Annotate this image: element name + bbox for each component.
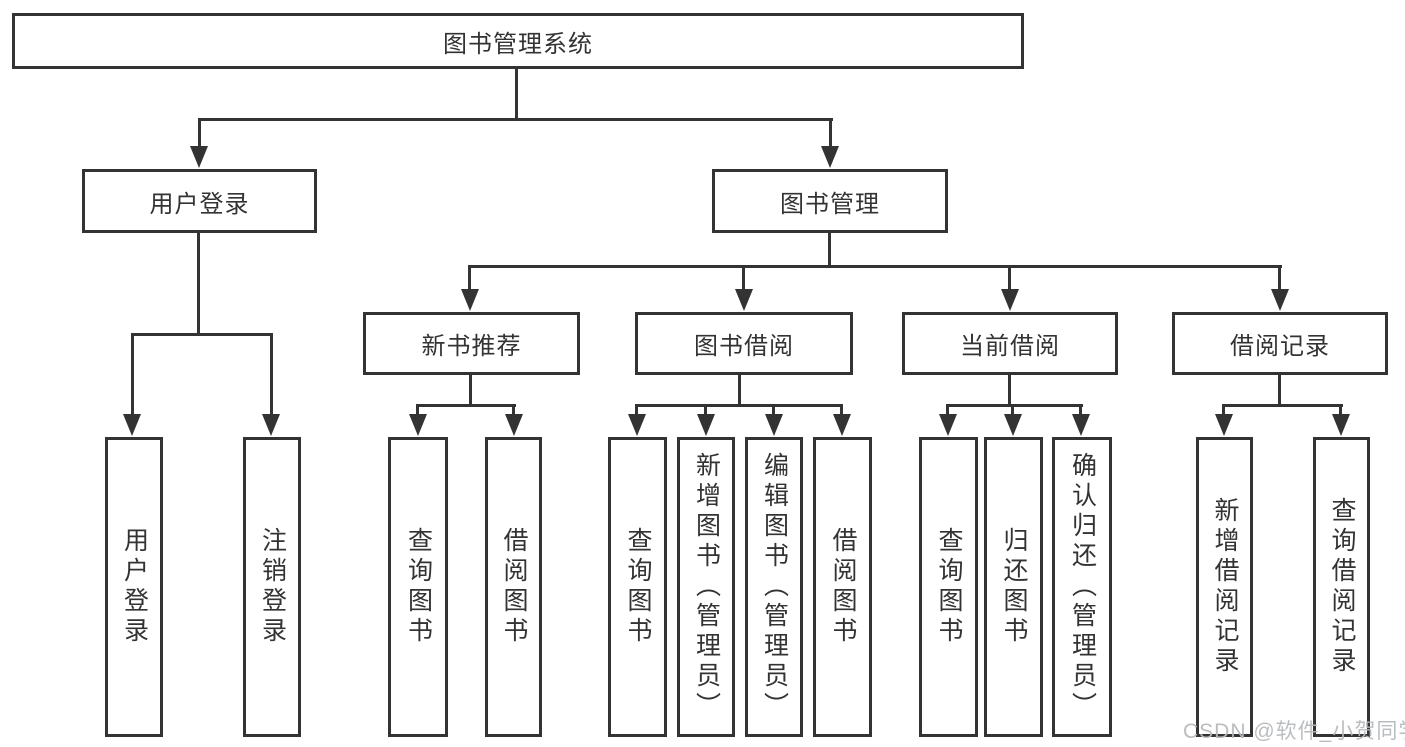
- book-borrow-branch-hline: [636, 404, 843, 407]
- leaf-query-books-current: 查询图书: [919, 437, 978, 737]
- arrowhead-down-icon: [461, 289, 479, 311]
- leaf-label: 查询图书: [404, 527, 433, 647]
- node-book-management: 图书管理: [712, 169, 948, 233]
- leaf-return-books: 归还图书: [984, 437, 1043, 737]
- leaf-label: 新增图书（管理员）: [692, 452, 721, 722]
- branch-stem-book-mgmt: [829, 118, 832, 150]
- stem-current-borrow: [1008, 265, 1011, 291]
- leaf-label: 归还图书: [1000, 527, 1028, 647]
- current-borrow-trunk-line: [1008, 375, 1011, 407]
- node-root: 图书管理系统: [12, 13, 1024, 69]
- root-trunk-line: [515, 69, 518, 120]
- new-book-trunk-line: [469, 375, 472, 407]
- root-branch-hline: [198, 118, 833, 121]
- arrowhead-down-icon: [1001, 289, 1019, 311]
- arrowhead-down-icon: [628, 414, 646, 436]
- arrowhead-down-icon: [833, 414, 851, 436]
- arrowhead-down-icon: [1332, 414, 1350, 436]
- leaf-label: 借阅图书: [500, 527, 528, 647]
- leaf-add-borrow-record: 新增借阅记录: [1196, 437, 1253, 737]
- stem-leaf: [1222, 404, 1225, 418]
- node-user-login: 用户登录: [82, 169, 317, 233]
- leaf-label: 新增借阅记录: [1211, 497, 1239, 677]
- arrowhead-down-icon: [262, 414, 280, 436]
- arrowhead-down-icon: [735, 289, 753, 311]
- leaf-edit-books-admin: 编辑图书（管理员）: [745, 437, 803, 737]
- stem-leaf: [416, 404, 419, 418]
- arrowhead-down-icon: [505, 414, 523, 436]
- stem-leaf: [840, 404, 843, 418]
- borrow-records-branch-hline: [1223, 404, 1343, 407]
- stem-leaf: [772, 404, 775, 418]
- leaf-label: 查询借阅记录: [1328, 497, 1356, 677]
- arrowhead-down-icon: [1215, 414, 1233, 436]
- stem-book-borrow: [742, 265, 745, 291]
- stem-leaf: [1339, 404, 1342, 418]
- stem-leaf: [1079, 404, 1082, 418]
- node-book-borrowing: 图书借阅: [635, 312, 853, 375]
- leaf-query-books-recommend: 查询图书: [388, 437, 448, 737]
- arrowhead-down-icon: [821, 146, 839, 168]
- leaf-add-books-admin: 新增图书（管理员）: [677, 437, 735, 737]
- leaf-logout: 注销登录: [243, 437, 301, 737]
- leaf-label: 编辑图书（管理员）: [760, 452, 789, 722]
- node-new-book-recommend: 新书推荐: [363, 312, 580, 375]
- leaf-label: 注销登录: [258, 527, 287, 647]
- stem-leaf: [635, 404, 638, 418]
- user-login-trunk-line: [197, 232, 200, 336]
- leaf-label: 用户登录: [120, 527, 149, 647]
- new-book-branch-hline: [417, 404, 516, 407]
- user-login-branch-hline: [131, 333, 273, 336]
- stem-borrow-records: [1278, 265, 1281, 291]
- book-mgmt-branch-hline: [469, 265, 1282, 268]
- stem-login: [131, 333, 134, 416]
- leaf-label: 查询图书: [935, 527, 963, 647]
- borrow-records-trunk-line: [1278, 375, 1281, 407]
- leaf-label: 查询图书: [624, 527, 652, 647]
- arrowhead-down-icon: [1072, 414, 1090, 436]
- leaf-confirm-return-admin: 确认归还（管理员）: [1052, 437, 1112, 737]
- node-borrowing-records: 借阅记录: [1172, 312, 1388, 375]
- node-current-borrowing: 当前借阅: [902, 312, 1118, 375]
- stem-leaf: [512, 404, 515, 418]
- arrowhead-down-icon: [409, 414, 427, 436]
- stem-leaf: [1011, 404, 1014, 418]
- leaf-label: 确认归还（管理员）: [1068, 452, 1097, 722]
- stem-leaf: [946, 404, 949, 418]
- arrowhead-down-icon: [123, 414, 141, 436]
- current-borrow-branch-hline: [947, 404, 1083, 407]
- arrowhead-down-icon: [765, 414, 783, 436]
- arrowhead-down-icon: [697, 414, 715, 436]
- csdn-watermark: CSDN @软件_小贺同学: [1183, 720, 1405, 743]
- leaf-user-login: 用户登录: [105, 437, 163, 737]
- leaf-query-books-borrowing: 查询图书: [608, 437, 667, 737]
- leaf-query-borrow-record: 查询借阅记录: [1313, 437, 1370, 737]
- stem-logout: [270, 333, 273, 416]
- stem-new-books: [468, 265, 471, 291]
- arrowhead-down-icon: [190, 146, 208, 168]
- arrowhead-down-icon: [1271, 289, 1289, 311]
- leaf-borrow-books-recommend: 借阅图书: [485, 437, 542, 737]
- branch-stem-user-login: [198, 118, 201, 150]
- leaf-borrow-books: 借阅图书: [813, 437, 872, 737]
- leaf-label: 借阅图书: [829, 527, 857, 647]
- stem-leaf: [704, 404, 707, 418]
- arrowhead-down-icon: [939, 414, 957, 436]
- book-mgmt-trunk-line: [828, 232, 831, 268]
- arrowhead-down-icon: [1004, 414, 1022, 436]
- book-borrow-trunk-line: [738, 375, 741, 407]
